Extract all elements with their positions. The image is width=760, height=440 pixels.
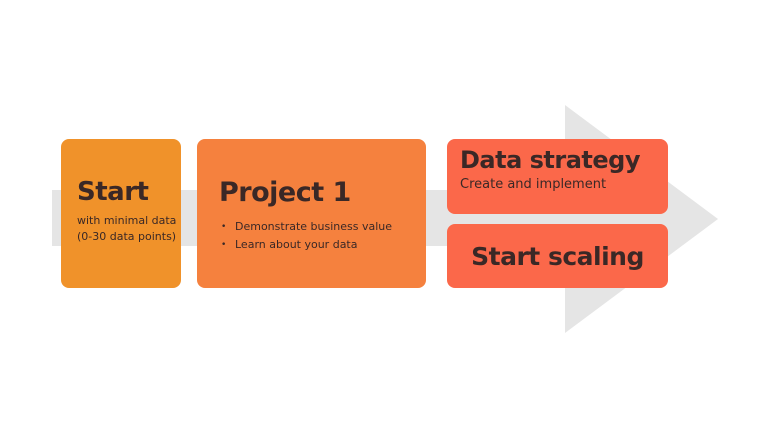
project-bullet-item: Learn about your data [219,236,426,254]
start-scaling-box: Start scaling [447,224,668,288]
project-box: Project 1 Demonstrate business value Lea… [197,139,426,288]
start-box: Start with minimal data (0-30 data point… [61,139,181,288]
start-subtitle-line2: (0-30 data points) [77,230,177,243]
project-title: Project 1 [219,177,351,208]
data-strategy-title: Data strategy [460,146,641,174]
project-bullet-list: Demonstrate business value Learn about y… [219,218,426,254]
start-title: Start [77,177,149,207]
project-bullet-item: Demonstrate business value [219,218,426,236]
data-strategy-box: Data strategy Create and implement [447,139,668,214]
start-subtitle-line1: with minimal data [77,214,177,227]
data-strategy-subtitle: Create and implement [460,177,607,192]
start-scaling-title: Start scaling [471,241,644,271]
